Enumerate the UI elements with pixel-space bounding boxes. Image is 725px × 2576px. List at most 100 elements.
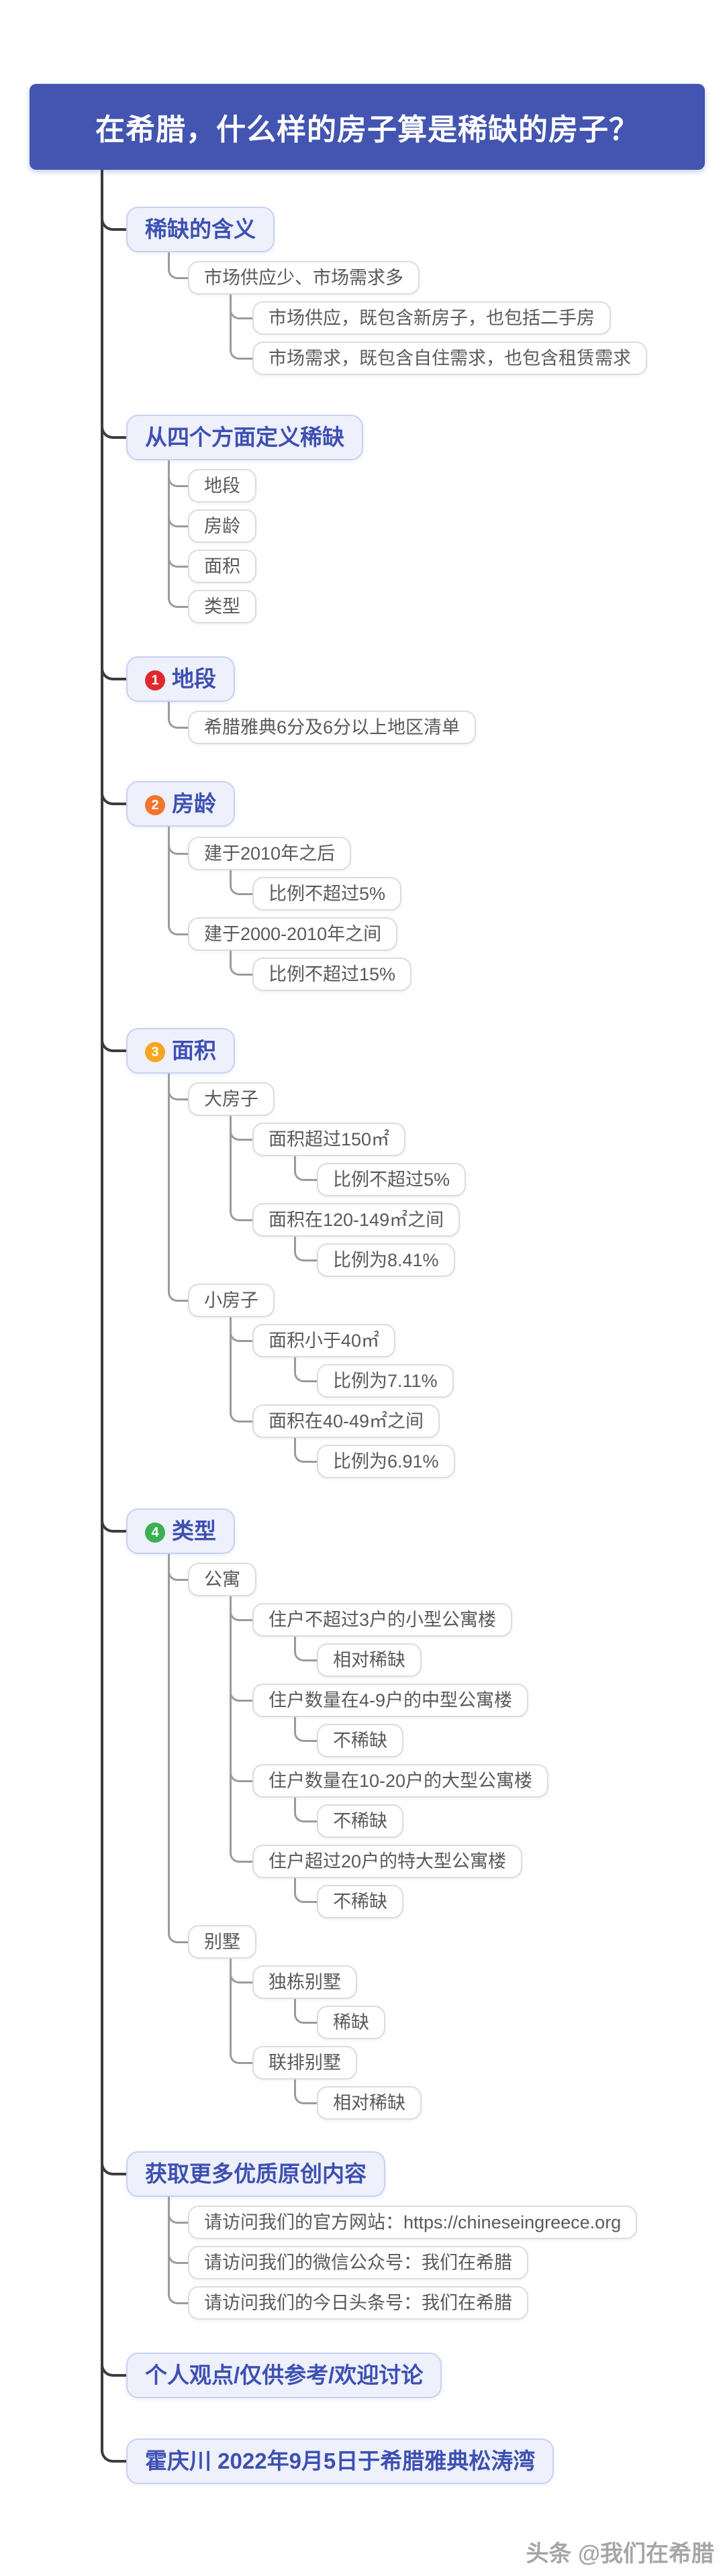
leaf-node: 住户数量在10-20户的大型公寓楼	[252, 1764, 549, 1798]
leaf-node: 市场需求，既包含自住需求，也包含租赁需求	[252, 342, 647, 375]
node-label: 稀缺	[333, 2012, 369, 2032]
node-label: 比例为7.11%	[333, 1371, 438, 1391]
leaf-node: 请访问我们的微信公众号：我们在希腊	[188, 2246, 528, 2279]
node-label: 联排别墅	[269, 2053, 341, 2073]
branch-connector-line	[168, 252, 188, 279]
branch-connector-line	[168, 702, 188, 729]
leaf-node: 比例为7.11%	[317, 1364, 454, 1398]
branch-connector-line	[230, 1959, 252, 2064]
leaf-node: 面积	[188, 550, 256, 583]
leaf-node: 比例为8.41%	[317, 1243, 455, 1277]
node-label: 别墅	[204, 1932, 240, 1952]
node-label: 比例为6.91%	[333, 1451, 439, 1472]
branch-connector-line	[294, 1717, 317, 1742]
node-label: 地段	[204, 476, 240, 496]
leaf-node: 联排别墅	[252, 2046, 357, 2079]
branch-connector-line	[230, 1596, 252, 1863]
branch-connector-line	[230, 1317, 252, 1423]
leaf-node: 市场供应少、市场需求多	[188, 261, 420, 295]
node-label: 大房子	[204, 1089, 258, 1109]
node-label: 比例不超过5%	[269, 884, 386, 904]
leaf-node: 相对稀缺	[317, 1643, 422, 1677]
leaf-node: 面积在120-149㎡之间	[252, 1203, 461, 1237]
node-label: 请访问我们的官方网站：https://chineseingreece.org	[204, 2212, 622, 2232]
node-label: 房龄	[172, 791, 216, 816]
node-label: 请访问我们的今日头条号：我们在希腊	[204, 2293, 512, 2313]
node-label: 不稀缺	[333, 1731, 387, 1751]
node-label: 比例为8.41%	[333, 1250, 439, 1270]
node-label: 市场需求，既包含自住需求，也包含租赁需求	[269, 348, 631, 368]
leaf-node: 希腊雅典6分及6分以上地区清单	[188, 711, 477, 744]
node-label: 面积小于40㎡	[269, 1331, 380, 1351]
branch-node: 2 房龄	[126, 781, 235, 827]
node-label: 霍庆川 2022年9月5日于希腊雅典松涛湾	[145, 2449, 536, 2473]
leaf-node: 住户数量在4-9户的中型公寓楼	[252, 1684, 529, 1717]
leaf-node: 稀缺	[317, 2006, 385, 2039]
node-label: 个人观点/仅供参考/欢迎讨论	[145, 2363, 424, 2387]
node-label: 类型	[204, 597, 240, 617]
leaf-node: 不稀缺	[317, 1804, 403, 1838]
node-label: 住户不超过3户的小型公寓楼	[269, 1610, 497, 1630]
leaf-node: 建于2000-2010年之间	[188, 917, 398, 951]
leaf-node: 请访问我们的官方网站：https://chineseingreece.org	[188, 2206, 638, 2239]
branch-node: 从四个方面定义稀缺	[126, 415, 363, 460]
node-label: 请访问我们的微信公众号：我们在希腊	[204, 2253, 512, 2273]
node-label: 从四个方面定义稀缺	[145, 425, 344, 450]
branch-connector-line	[168, 827, 188, 935]
leaf-node: 面积超过150㎡	[252, 1123, 406, 1156]
branch-connector-line	[294, 1798, 317, 1822]
branch-node: 霍庆川 2022年9月5日于希腊雅典松涛湾	[126, 2438, 554, 2484]
node-label: 住户数量在4-9户的中型公寓楼	[269, 1690, 513, 1710]
branch-connector-line	[294, 1156, 317, 1181]
branch-connector-line	[168, 2197, 188, 2304]
leaf-node: 请访问我们的今日头条号：我们在希腊	[188, 2286, 528, 2320]
leaf-node: 独栋别墅	[252, 1965, 357, 1999]
trunk-connector-line	[101, 170, 126, 2463]
root-title-text: 在希腊，什么样的房子算是稀缺的房子？	[95, 113, 639, 146]
leaf-node: 面积小于40㎡	[252, 1324, 396, 1357]
watermark-text: 头条 @我们在希腊	[526, 2541, 714, 2567]
branch-connector-line	[230, 870, 252, 895]
leaf-node: 不稀缺	[317, 1724, 403, 1757]
node-label: 市场供应，既包含新房子，也包括二手房	[269, 308, 595, 328]
node-label: 比例不超过15%	[269, 964, 396, 984]
branch-connector-line	[294, 1357, 317, 1382]
node-label: 面积在120-149㎡之间	[269, 1210, 444, 1230]
branch-node: 稀缺的含义	[126, 207, 275, 252]
branch-connector-line	[294, 1999, 317, 2024]
leaf-node: 住户超过20户的特大型公寓楼	[252, 1845, 523, 1878]
leaf-node: 面积在40-49㎡之间	[252, 1404, 440, 1438]
node-label: 不稀缺	[333, 1892, 387, 1912]
node-label: 相对稀缺	[333, 1650, 405, 1670]
branch-connector-line	[294, 2079, 317, 2104]
branch-connector-line	[230, 1116, 252, 1221]
branch-node: 4 类型	[126, 1508, 235, 1554]
leaf-node: 房龄	[188, 509, 256, 543]
badge-4-icon: 4	[145, 1523, 165, 1543]
branch-connector-line	[294, 1637, 317, 1661]
branch-connector-line	[294, 1237, 317, 1261]
node-label: 面积在40-49㎡之间	[269, 1411, 424, 1431]
leaf-node: 别墅	[188, 1925, 256, 1959]
node-label: 建于2000-2010年之间	[204, 924, 382, 944]
node-label: 建于2010年之后	[204, 843, 336, 864]
leaf-node: 小房子	[188, 1284, 275, 1317]
badge-2-icon: 2	[145, 795, 165, 815]
node-label: 面积	[204, 556, 240, 576]
node-label: 比例不超过5%	[333, 1170, 450, 1190]
node-label: 房龄	[204, 516, 240, 536]
leaf-node: 市场供应，既包含新房子，也包括二手房	[252, 301, 611, 335]
node-label: 类型	[172, 1518, 216, 1543]
node-label: 相对稀缺	[333, 2093, 405, 2113]
branch-connector-line	[294, 1438, 317, 1463]
node-label: 小房子	[204, 1290, 258, 1310]
leaf-node: 相对稀缺	[317, 2086, 422, 2120]
branch-node: 个人观点/仅供参考/欢迎讨论	[126, 2353, 442, 2398]
node-label: 住户数量在10-20户的大型公寓楼	[269, 1771, 533, 1791]
node-label: 地段	[172, 666, 216, 691]
leaf-node: 不稀缺	[317, 1885, 403, 1918]
branch-connector-line	[168, 1554, 188, 1943]
